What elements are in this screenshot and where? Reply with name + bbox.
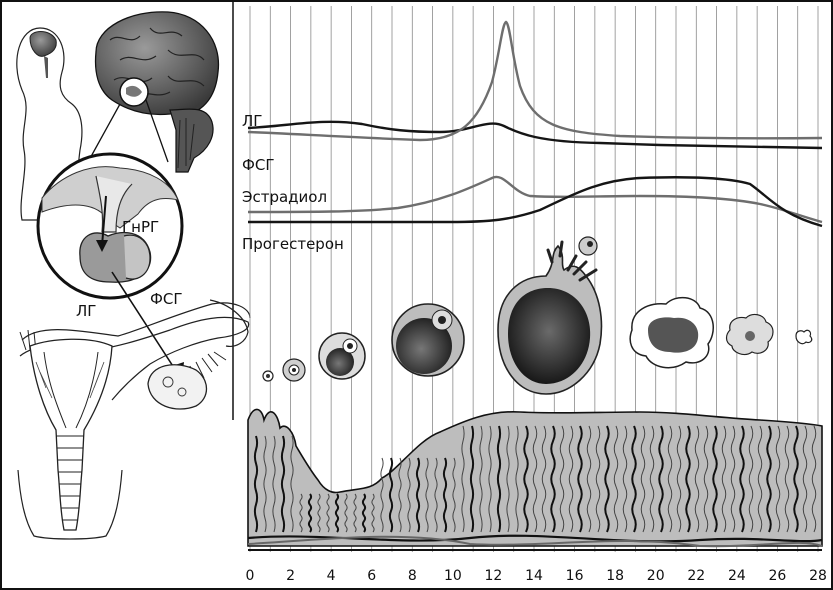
progesterone-label: Прогестерон xyxy=(242,235,344,253)
x-axis-tick-label: 16 xyxy=(566,568,584,584)
x-axis-tick-label: 26 xyxy=(769,568,787,584)
lh-label: ЛГ xyxy=(242,112,262,130)
x-axis-tick-label: 2 xyxy=(286,568,295,584)
pituitary-lh-label: ЛГ xyxy=(76,302,96,320)
x-axis-day-ticks: 0246810121416182022242628 xyxy=(246,568,827,584)
x-axis-tick-label: 20 xyxy=(647,568,665,584)
x-axis-tick-label: 24 xyxy=(728,568,746,584)
x-axis-tick-label: 18 xyxy=(606,568,624,584)
fsh-label: ФСГ xyxy=(242,156,275,174)
x-axis-tick-label: 28 xyxy=(809,568,827,584)
x-axis-tick-label: 14 xyxy=(525,568,543,584)
x-axis-tick-label: 4 xyxy=(327,568,336,584)
x-axis-tick-label: 6 xyxy=(367,568,376,584)
pituitary-zoom-circle xyxy=(38,154,182,298)
x-axis-tick-label: 0 xyxy=(246,568,255,584)
x-axis-tick-label: 22 xyxy=(687,568,705,584)
x-axis-tick-label: 10 xyxy=(444,568,462,584)
x-axis-tick-label: 12 xyxy=(485,568,503,584)
estradiol-label: Эстрадиол xyxy=(242,188,327,206)
corpus-albicans xyxy=(796,330,812,343)
gnrh-label: ГнРГ xyxy=(122,218,159,236)
x-axis-tick-label: 8 xyxy=(408,568,417,584)
pituitary-fsh-label: ФСГ xyxy=(150,290,183,308)
